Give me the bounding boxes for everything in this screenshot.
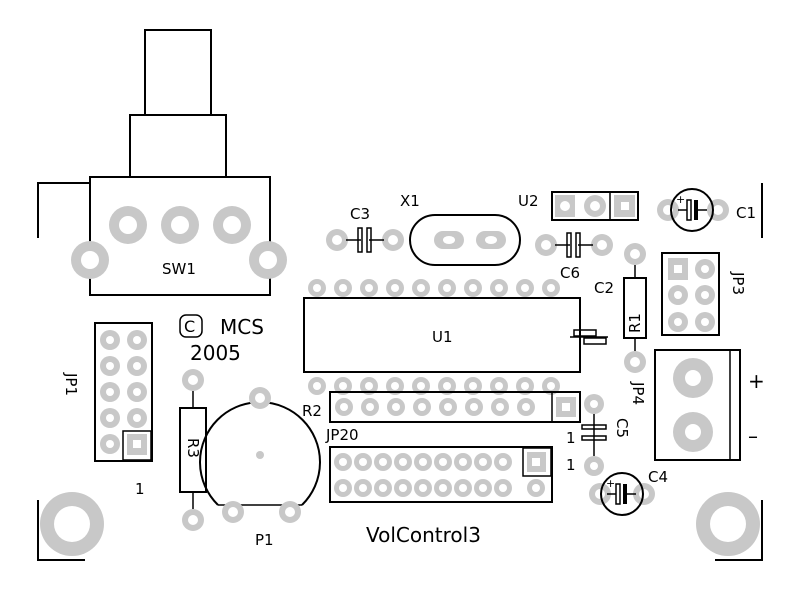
sw1-switch: SW1 [71,29,287,296]
r2-header: R2 [302,391,581,423]
r3-label: R3 [184,438,202,458]
c6-label: C6 [560,264,580,282]
x1-label: X1 [400,192,420,210]
u2-regulator: U2 [518,191,639,221]
c2-capacitor [570,329,608,345]
jp4-terminal: + – JP4 [629,349,765,461]
p1-potentiometer: P1 [199,387,321,549]
c2-label: C2 [594,279,614,297]
c3-label: C3 [350,205,370,223]
x1-crystal: X1 [400,192,521,266]
jp20-label: JP20 [325,426,359,444]
c4-label: C4 [648,468,668,486]
copyright-mark: C MCS 2005 [179,314,264,365]
electrolytic-plus-icon: + [606,477,615,490]
c5-label: C5 [613,418,631,438]
c5-capacitor: C5 1 [566,394,631,476]
plus-label: + [748,369,765,393]
jp4-label: JP4 [629,381,647,405]
mcs-label: MCS [220,315,264,339]
minus-label: – [748,424,758,448]
jp3-label: JP3 [729,271,747,295]
jp20-pin1-label: 1 [566,456,576,474]
r1-label: R1 [626,313,644,333]
c3-capacitor: C3 [326,205,404,253]
u1-ic: U1 [303,279,581,395]
board-title: VolControl3 [366,523,481,547]
c1-capacitor: + C1 [657,188,756,232]
mounting-hole-right [696,492,760,556]
copyright-icon: C [184,317,195,336]
jp1-pin1-label: 1 [135,480,145,498]
u1-label: U1 [432,328,453,346]
u2-label: U2 [518,192,539,210]
c4-capacitor: + C4 [589,468,668,516]
jp20-header: 1 [329,446,576,503]
r2-label: R2 [302,402,322,420]
electrolytic-plus-icon: + [676,193,685,206]
c6-capacitor: C6 [535,232,613,282]
sw1-label: SW1 [162,260,196,278]
board-corner-marks [37,182,763,561]
r3-resistor: R3 [179,369,207,531]
jp3-header: JP3 [661,252,747,336]
r1-resistor: R1 [623,243,647,373]
c5-pin1-label: 1 [566,429,576,447]
p1-label: P1 [255,531,274,549]
jp1-label: JP1 [62,372,80,396]
mounting-hole-left [40,492,104,556]
c1-label: C1 [736,204,756,222]
jp1-header: JP1 1 [62,322,153,498]
year-label: 2005 [190,341,241,365]
